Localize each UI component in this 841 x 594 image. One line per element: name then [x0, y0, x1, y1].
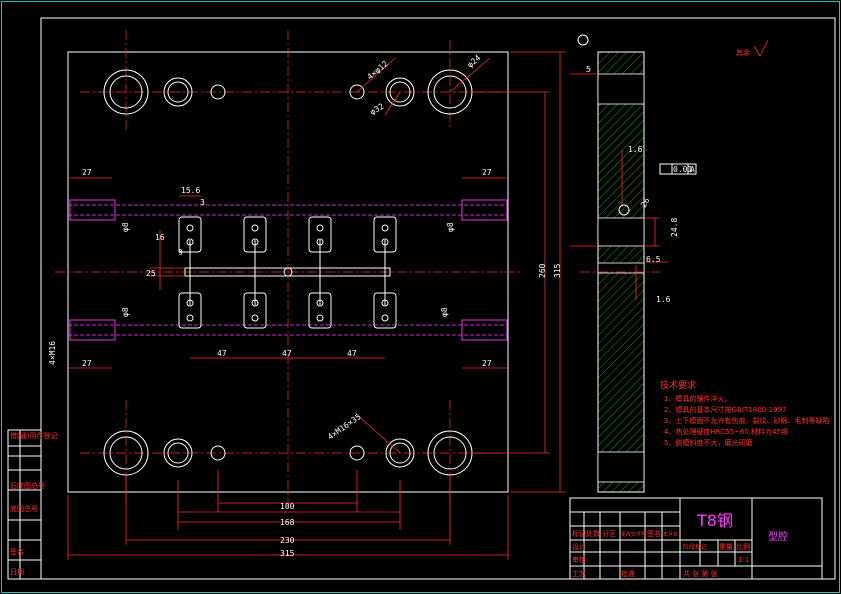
dim-26: 26: [639, 196, 652, 209]
sheet-inner-border: [40, 17, 836, 580]
dim-3: 3: [200, 198, 205, 207]
tb-mark-4: 签名: [647, 529, 661, 538]
dim-phi8-d: φ8: [440, 307, 449, 317]
dim-315-vertical: 315: [553, 263, 562, 278]
tech-item-1: 1、模具的镶件淬火。: [664, 394, 731, 403]
dim-47-c: 47: [347, 349, 357, 358]
technical-requirements: 技术要求 1、模具的镶件淬火。 2、模具的基本尺寸按GB/T1800-1997 …: [660, 379, 829, 447]
dim-phi32: φ32: [369, 102, 386, 117]
dim-6-5: 6.5: [646, 255, 661, 264]
section-view: 5 6.5 24.8 26 0.01 A 1.6 1.6: [570, 34, 697, 493]
tb-weight: 重量: [719, 543, 733, 551]
dim-phi8-b: φ8: [446, 222, 455, 232]
tb-role-approve: 批准: [621, 569, 635, 578]
dim-27-bottom-left: 27: [82, 359, 92, 368]
dim-230: 230: [280, 536, 295, 545]
tb-scale: 1:1: [738, 556, 749, 564]
part-name: 型腔: [768, 530, 788, 543]
dim-27-bottom-right: 27: [482, 359, 492, 368]
dim-168: 168: [280, 518, 295, 527]
tb-role-process: 工艺: [572, 570, 586, 578]
dim-phi24: φ24: [466, 53, 483, 69]
dim-27-top-right: 27: [482, 168, 492, 177]
dim-phi8-a: φ8: [121, 222, 130, 232]
dim-15-6: 15.6: [181, 186, 200, 195]
side-label-0: 借(通)用件登记: [10, 431, 57, 440]
cavity-group: [178, 216, 397, 329]
dim-phi8-c: φ8: [121, 307, 130, 317]
dim-9: 9: [178, 248, 183, 257]
tb-mark-3: 更改文件号: [621, 531, 646, 538]
tb-role-review: 审核: [572, 555, 586, 564]
dim-4xm16: 4×M16: [48, 341, 57, 365]
tb-mark-5: 年月日: [663, 531, 678, 538]
side-label-2: 底图总号: [10, 504, 38, 513]
dim-16: 16: [155, 233, 165, 242]
tech-item-4: 4、热处理硬度HRC55~60,材料为45钢: [664, 427, 788, 436]
dim-4xm16x35: 4×M16×35: [326, 412, 363, 442]
side-label-1: 旧底图总号: [10, 481, 45, 490]
roughness-note: 其余: [736, 39, 769, 57]
dim-260: 260: [538, 263, 547, 278]
dim-24-8: 24.8: [670, 218, 679, 237]
dimension-lines: [67, 51, 565, 560]
tech-item-5: 5、脱模斜度不大，磨光研磨: [664, 438, 752, 447]
roughness-1-6-b: 1.6: [656, 295, 671, 304]
dim-47-b: 47: [282, 349, 292, 358]
dim-315-horizontal: 315: [280, 549, 295, 558]
projection-symbol: [577, 34, 589, 46]
tb-role-design: 设计: [572, 542, 586, 551]
material-label: T8钢: [696, 511, 733, 530]
left-side-table: 借(通)用件登记 旧底图总号 底图总号 签名 日期: [7, 429, 57, 580]
dim-100: 100: [280, 502, 295, 511]
dim-27-top-left: 27: [82, 168, 92, 177]
tech-item-3: 3、上下模面不允许有伤痕、裂纹、砂眼、毛刺等缺陷: [664, 416, 829, 425]
plan-view: 27 27 27 27 15.6 47 47 47 100 168 230 31…: [48, 30, 565, 560]
dim-25: 25: [146, 269, 156, 278]
side-label-3: 签名: [10, 547, 24, 556]
dim-4xphi12: 4×φ12: [366, 59, 390, 81]
tb-ratio: 比例: [736, 542, 750, 551]
roughness-1-6-a: 1.6: [628, 145, 643, 154]
tolerance-datum: A: [690, 165, 695, 174]
tb-mark-0: 标记: [572, 529, 586, 538]
title-block: T8钢 型腔 标记 处数 分区 更改文件号 签名 年月日 设计 审核 工艺 批准…: [569, 497, 823, 580]
tech-item-2: 2、模具的基本尺寸按GB/T1800-1997: [664, 405, 786, 414]
roughness-note-text: 其余: [736, 48, 750, 57]
tb-mark-2: 分区: [602, 529, 616, 538]
dim-47-a: 47: [217, 349, 227, 358]
tolerance-value: 0.01: [673, 165, 692, 174]
side-label-4: 日期: [10, 568, 24, 576]
tb-stage: 阶段标记: [683, 543, 707, 551]
tb-mark-1: 处数: [586, 529, 600, 538]
dim-5: 5: [586, 65, 591, 74]
roughness-icon: [753, 39, 769, 57]
tech-title: 技术要求: [660, 379, 696, 391]
tb-sheets: 共 张 第 张: [683, 569, 718, 578]
